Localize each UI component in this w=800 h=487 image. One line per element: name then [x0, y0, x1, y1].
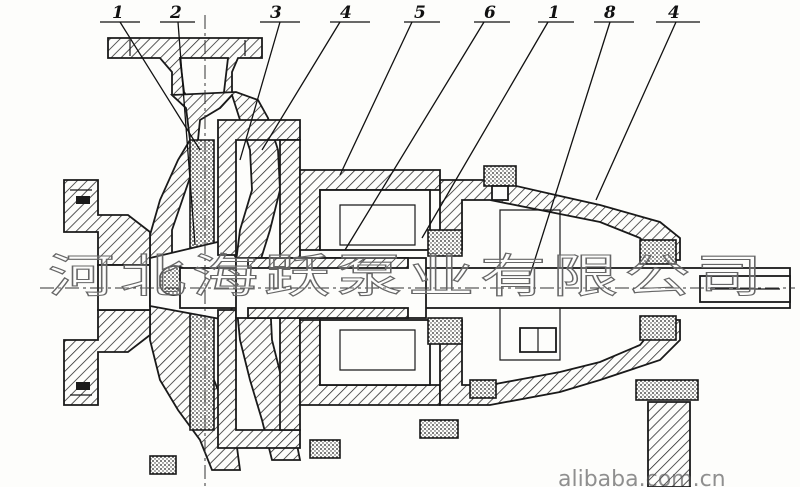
svg-text:3: 3	[270, 3, 282, 23]
company-watermark: 河北海跃泵业有限公司	[48, 249, 768, 303]
footer-url: alibaba.com.cn	[558, 467, 726, 487]
callout-6: 6	[344, 3, 510, 251]
callout-5: 5	[339, 3, 440, 176]
suction-flange	[63, 179, 151, 406]
callout-8: 8	[529, 3, 634, 276]
casing-bolts	[149, 379, 497, 475]
svg-text:1: 1	[112, 3, 124, 23]
callout-2: 2	[160, 3, 196, 246]
inner-bearing	[427, 229, 463, 345]
shaft-sleeve	[247, 257, 409, 319]
callout-3: 3	[239, 3, 300, 161]
callout-4: 4	[261, 3, 370, 151]
svg-text:4: 4	[668, 3, 680, 23]
outer-bearing	[639, 239, 677, 341]
support-foot	[635, 379, 699, 487]
svg-text:1: 1	[548, 3, 560, 23]
svg-text:8: 8	[603, 3, 616, 23]
svg-text:2: 2	[169, 3, 182, 23]
svg-text:5: 5	[414, 3, 426, 23]
svg-text:6: 6	[484, 3, 496, 23]
svg-text:4: 4	[340, 3, 352, 23]
callout-7: 1	[421, 3, 574, 239]
oil-filler-plug	[483, 165, 517, 201]
callout-9: 4	[595, 3, 700, 201]
